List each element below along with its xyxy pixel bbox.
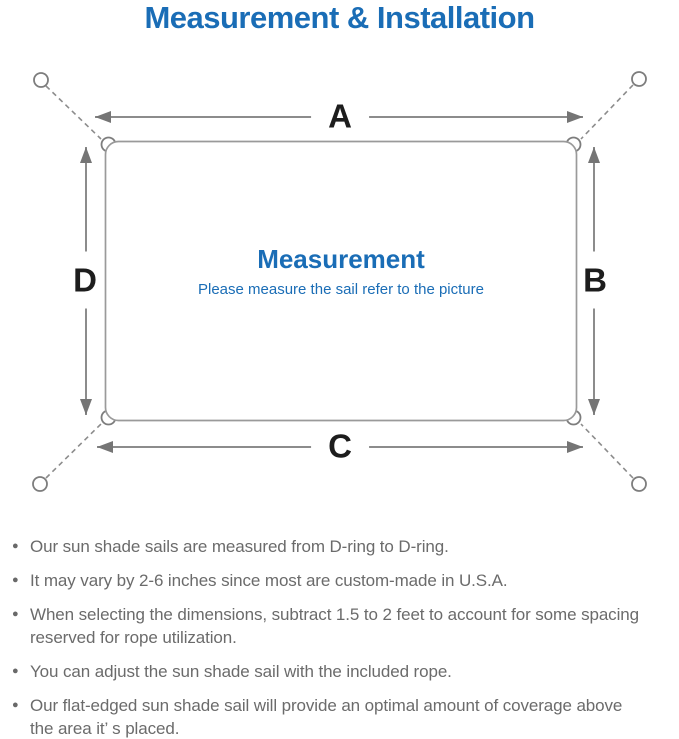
note-item: ● You can adjust the sun shade sail with… xyxy=(12,660,679,683)
rope-dashed-line xyxy=(45,423,102,479)
anchor-ring xyxy=(631,476,647,492)
anchor-ring xyxy=(33,72,49,88)
dimension-label-d: D xyxy=(70,251,100,309)
note-item: ● Our sun shade sails are measured from … xyxy=(12,535,679,558)
note-line: reserved for rope utilization. xyxy=(30,628,237,647)
anchor-ring xyxy=(32,476,48,492)
bullet-icon: ● xyxy=(12,574,19,586)
page-title: Measurement & Installation xyxy=(144,0,535,35)
measurement-heading: Measurement xyxy=(257,244,425,274)
dimension-label-b: B xyxy=(580,251,610,309)
measurement-subheading: Please measure the sail refer to the pic… xyxy=(198,281,484,298)
note-line: You can adjust the sun shade sail with t… xyxy=(30,662,452,681)
bullet-icon: ● xyxy=(12,540,19,552)
note-item: ● Our flat-edged sun shade sail will pro… xyxy=(12,694,679,739)
sail-outline xyxy=(104,140,578,422)
notes-list: ● Our sun shade sails are measured from … xyxy=(12,535,679,739)
bullet-icon: ● xyxy=(12,665,19,677)
note-item: ● It may vary by 2-6 inches since most a… xyxy=(12,569,679,592)
dimension-label-c: C xyxy=(311,427,369,465)
note-line: When selecting the dimensions, subtract … xyxy=(30,605,639,624)
measurement-diagram xyxy=(32,71,647,492)
note-item: ● When selecting the dimensions, subtrac… xyxy=(12,603,679,649)
rope-dashed-line xyxy=(580,423,634,479)
anchor-ring xyxy=(631,71,647,87)
note-line: Our sun shade sails are measured from D-… xyxy=(30,537,449,556)
note-line: Our flat-edged sun shade sail will provi… xyxy=(30,696,623,715)
rope-dashed-line xyxy=(580,84,634,140)
bullet-icon: ● xyxy=(12,608,19,620)
note-line: It may vary by 2-6 inches since most are… xyxy=(30,571,508,590)
note-line: the area it’ s placed. xyxy=(30,719,180,738)
dimension-label-a: A xyxy=(311,97,369,135)
bullet-icon: ● xyxy=(12,699,19,711)
rope-dashed-line xyxy=(45,85,102,140)
